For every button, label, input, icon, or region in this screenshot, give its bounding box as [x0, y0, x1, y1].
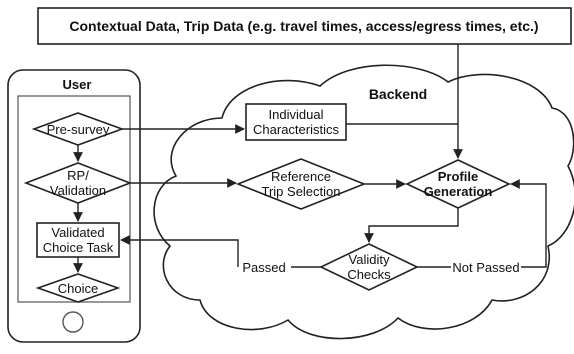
backend-cloud	[153, 64, 574, 340]
choice-diamond	[35, 273, 121, 303]
profile-label-line1: Profile	[438, 169, 478, 184]
validated-label-line2: Choice Task	[43, 240, 114, 255]
not-passed-label: Not Passed	[452, 260, 519, 275]
reference-trip-diamond	[235, 158, 367, 210]
presurvey-label: Pre-survey	[47, 122, 110, 137]
choice-label: Choice	[58, 281, 98, 296]
rp-label-line1: RP/	[67, 168, 89, 183]
user-title: User	[63, 77, 92, 92]
contextual-data-label: Contextual Data, Trip Data (e.g. travel …	[69, 18, 538, 34]
profile-label-line2: Generation	[424, 184, 493, 199]
connectors	[73, 44, 547, 273]
individual-label-line2: Characteristics	[253, 122, 339, 137]
user-phone	[7, 69, 141, 343]
contextual-data-box	[37, 7, 572, 45]
passed-label: Passed	[242, 260, 285, 275]
validated-label-line1: Validated	[51, 225, 104, 240]
validity-checks-diamond	[319, 243, 419, 291]
validity-label-line2: Checks	[347, 267, 391, 282]
rp-label-line2: Validation	[50, 183, 106, 198]
reference-label-line2: Trip Selection	[262, 184, 341, 199]
backend-title: Backend	[369, 86, 427, 102]
validity-label-line1: Validity	[349, 252, 390, 267]
reference-label-line1: Reference	[271, 169, 331, 184]
home-button-icon	[62, 311, 84, 333]
individual-label-line1: Individual	[269, 107, 324, 122]
individual-characteristics-box	[245, 103, 347, 141]
